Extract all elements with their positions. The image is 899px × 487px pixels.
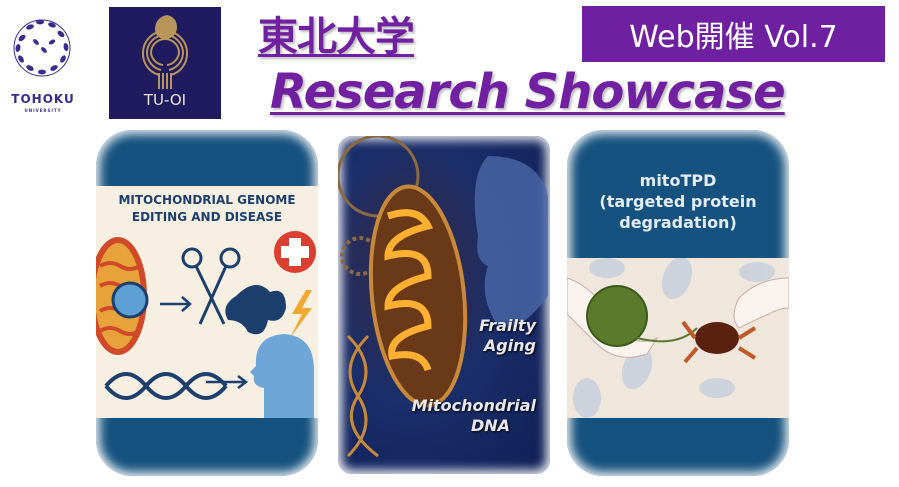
university-subtext: UNIVERSITY [24,108,62,113]
yarn-ball-icon [586,285,648,347]
card-mitochondrial-genome-editing[interactable]: MITOCHONDRIAL GENOME EDITING AND DISEASE [96,130,318,476]
protein-degradation-illustration [567,258,789,418]
web-event-badge: Web開催 Vol.7 [582,6,885,62]
heading-line: degradation) [619,213,737,232]
label-aging: Aging [483,336,536,355]
right-hand-icon [733,277,789,329]
heading-line: MITOCHONDRIAL GENOME [118,193,296,207]
card-heading: mitoTPD (targeted protein degradation) [567,170,789,233]
dna-strand-icon [346,334,379,458]
protein-icon [225,284,286,335]
card-mitotpd[interactable]: mitoTPD (targeted protein degradation) [567,130,789,476]
human-head-icon [250,334,314,418]
label-mitochondrial: Mitochondrial [411,396,536,415]
heading-line: (targeted protein [599,192,757,211]
title-research-showcase: Research Showcase [270,64,786,120]
crab-icon [695,322,739,354]
laurel-wreath-icon [13,19,71,77]
card-heading: MITOCHONDRIAL GENOME EDITING AND DISEASE [96,192,318,226]
tu-oi-logo: TU-OI [109,7,221,119]
heading-line: EDITING AND DISEASE [131,210,283,224]
scissors-icon [181,247,241,325]
heading-line: mitoTPD [639,171,717,190]
elderly-man-icon [474,156,548,328]
illustration-panel: MITOCHONDRIAL GENOME EDITING AND DISEASE [96,186,318,418]
dna-icon [104,372,228,400]
title-japanese: 東北大学 [258,14,415,60]
illustration-panel [567,258,789,418]
nucleus-icon [111,281,149,319]
aging-mitochondria-illustration [338,136,548,458]
tohoku-university-logo: TOHOKU UNIVERSITY [8,12,76,118]
lightning-icon [290,290,312,338]
tu-oi-label: TU-OI [143,91,187,109]
tu-oi-emblem-icon [141,15,189,89]
tohoku-wordmark: TOHOKU [11,92,75,106]
card-frailty-aging[interactable]: Frailty Aging Mitochondrial DNA [338,136,550,474]
genome-editing-illustration [96,231,316,418]
label-frailty: Frailty [479,316,536,335]
label-dna: DNA [470,416,510,435]
